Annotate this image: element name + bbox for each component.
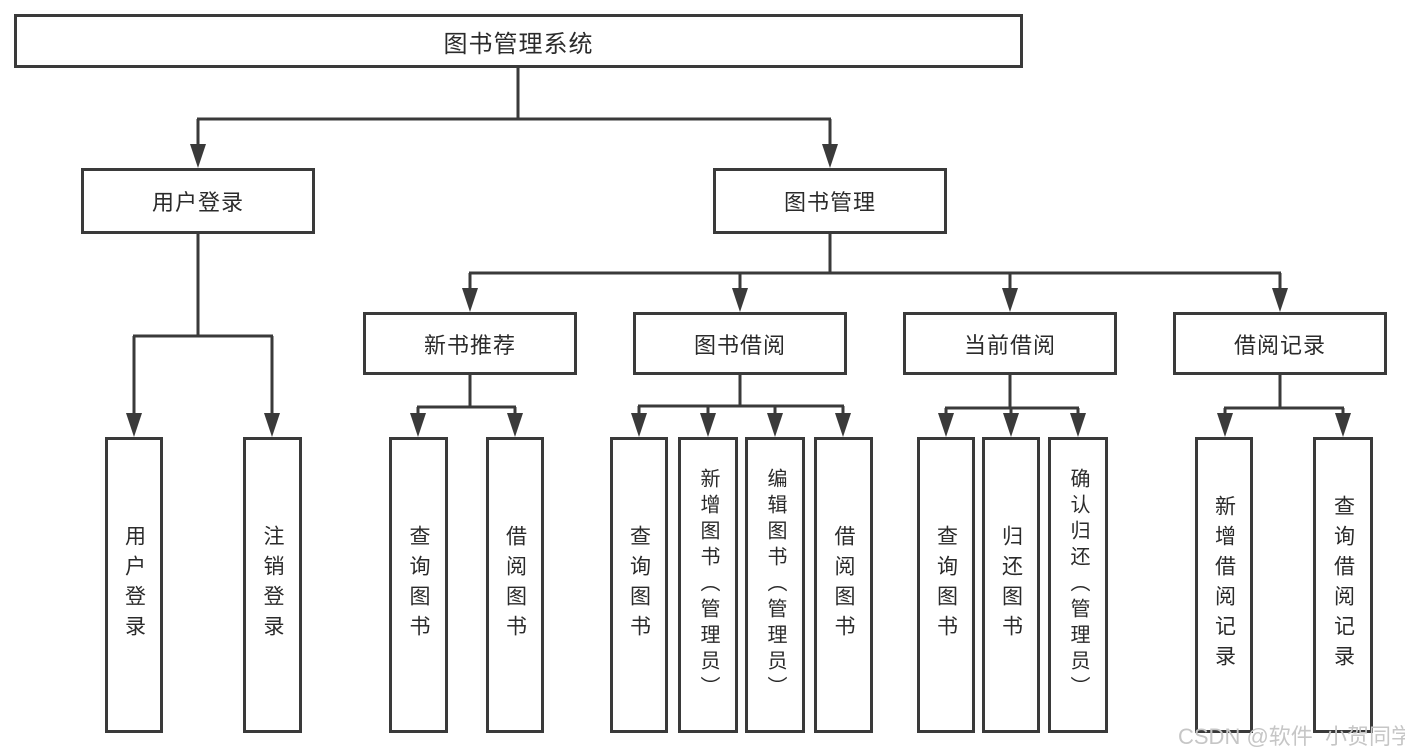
arrow-icon <box>938 413 954 437</box>
leaf-label: 查询图书 <box>627 525 651 645</box>
arrow-icon <box>126 413 142 437</box>
leaf-label: 查询借阅记录 <box>1331 495 1355 675</box>
leaf-add-borrow-record: 新增借阅记录 <box>1195 437 1253 733</box>
leaf-label: 借阅图书 <box>503 525 527 645</box>
leaf-add-book-admin: 新增图书（管理员） <box>678 437 738 733</box>
arrow-icon <box>1070 413 1086 437</box>
arrow-icon <box>1335 413 1351 437</box>
node-label: 当前借阅 <box>963 332 1056 358</box>
node-new-book-recommend: 新书推荐 <box>363 312 577 375</box>
node-user-login: 用户登录 <box>81 168 315 234</box>
arrow-icon <box>410 413 426 437</box>
node-label: 借阅记录 <box>1233 332 1326 358</box>
leaf-label: 查询图书 <box>407 525 430 645</box>
leaf-query-book: 查询图书 <box>610 437 668 733</box>
leaf-label: 用户登录 <box>122 525 146 645</box>
arrow-icon <box>732 288 748 312</box>
leaf-label: 编辑图书（管理员） <box>764 468 786 702</box>
leaf-query-book: 查询图书 <box>917 437 975 733</box>
node-label: 图书借阅 <box>693 332 786 358</box>
leaf-query-borrow-record: 查询借阅记录 <box>1313 437 1373 733</box>
leaf-label: 新增借阅记录 <box>1212 495 1236 675</box>
leaf-label: 查询图书 <box>934 525 958 645</box>
arrow-icon <box>1217 413 1233 437</box>
arrow-icon <box>507 413 523 437</box>
leaf-confirm-return-admin: 确认归还（管理员） <box>1048 437 1108 733</box>
arrow-icon <box>822 144 838 168</box>
leaf-label: 注销登录 <box>261 525 284 645</box>
node-label: 图书管理 <box>783 190 876 215</box>
arrow-icon <box>1002 288 1018 312</box>
node-label: 用户登录 <box>151 190 244 215</box>
arrow-icon <box>835 413 851 437</box>
node-book-management: 图书管理 <box>713 168 947 234</box>
node-current-borrow: 当前借阅 <box>903 312 1117 375</box>
leaf-label: 借阅图书 <box>832 525 855 645</box>
leaf-user-login: 用户登录 <box>105 437 163 733</box>
arrow-icon <box>264 413 280 437</box>
node-borrow-records: 借阅记录 <box>1173 312 1387 375</box>
arrow-icon <box>631 413 647 437</box>
arrow-icon <box>462 288 478 312</box>
arrow-icon <box>1272 288 1288 312</box>
leaf-return-book: 归还图书 <box>982 437 1040 733</box>
leaf-label: 归还图书 <box>999 525 1023 645</box>
leaf-edit-book-admin: 编辑图书（管理员） <box>745 437 805 733</box>
arrow-icon <box>1003 413 1019 437</box>
leaf-query-book: 查询图书 <box>389 437 448 733</box>
csdn-watermark: CSDN @软件_小贺同学 <box>1178 724 1405 747</box>
arrow-icon <box>190 144 206 168</box>
arrow-icon <box>700 413 716 437</box>
node-label: 图书管理系统 <box>443 30 594 58</box>
arrow-icon <box>767 413 783 437</box>
node-library-management-system: 图书管理系统 <box>14 14 1023 68</box>
leaf-borrow-book: 借阅图书 <box>814 437 873 733</box>
leaf-label: 新增图书（管理员） <box>697 468 719 702</box>
node-label: 新书推荐 <box>423 332 516 358</box>
leaf-label: 确认归还（管理员） <box>1067 468 1089 702</box>
leaf-borrow-book: 借阅图书 <box>486 437 544 733</box>
node-book-borrow: 图书借阅 <box>633 312 847 375</box>
leaf-logout: 注销登录 <box>243 437 302 733</box>
